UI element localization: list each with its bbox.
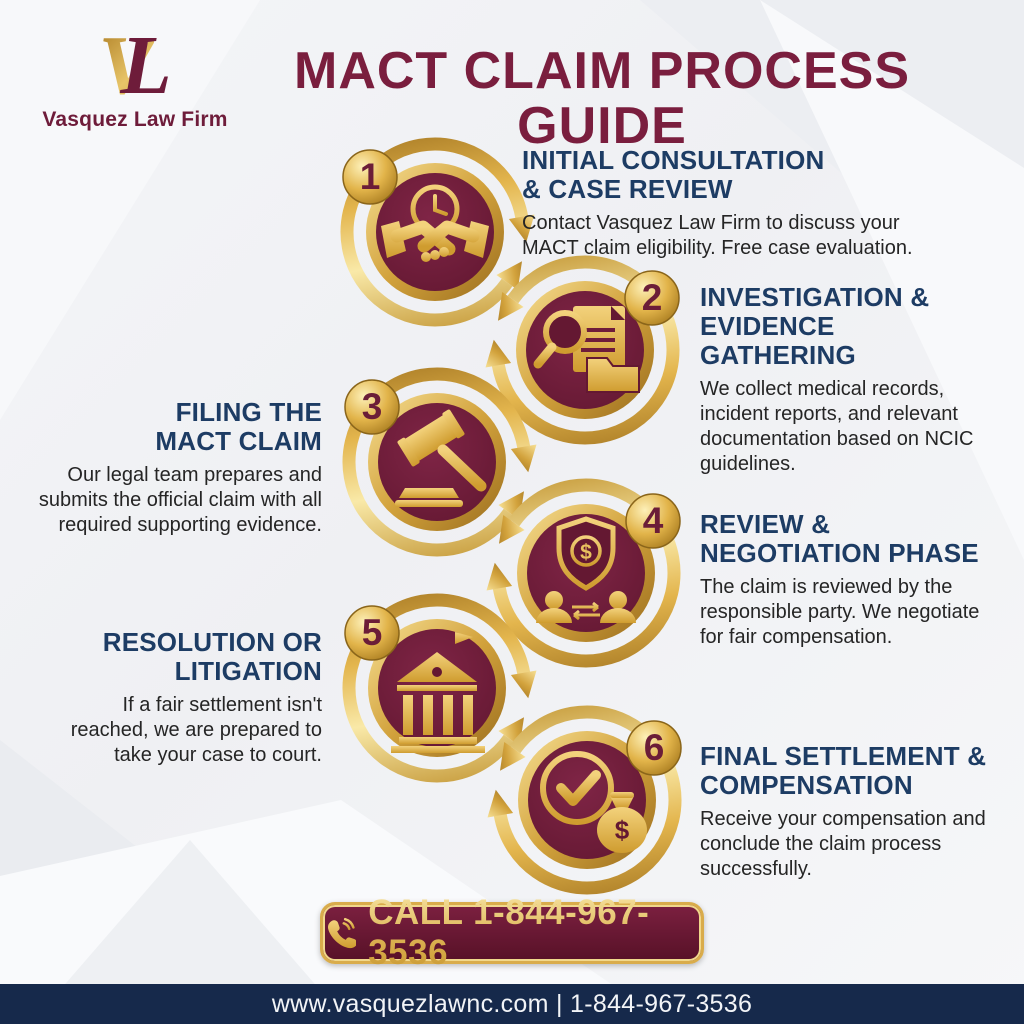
step-5-medallion: 5 (342, 593, 537, 783)
step-2-medallion: 2 (485, 255, 680, 445)
step-1-text: INITIAL CONSULTATION& CASE REVIEW Contac… (522, 145, 952, 261)
step-4-body: The claim is reviewed by the responsible… (700, 576, 980, 648)
heading-line: NEGOTIATION PHASE (700, 538, 979, 569)
step-5-body: If a fair settlement isn't reached, we a… (70, 694, 322, 766)
heading-line: EVIDENCE GATHERING (700, 311, 856, 371)
check-moneybag-icon: $ (540, 751, 647, 853)
step-4-heading: REVIEW &NEGOTIATION PHASE (700, 509, 990, 569)
gavel-icon (395, 409, 487, 507)
brand-monogram: VL (40, 24, 230, 108)
brand-logo: VL Vasquez Law Firm (40, 24, 230, 132)
step-6-medallion: $ 6 (487, 705, 682, 895)
step-number-badge: 5 (344, 605, 400, 661)
heading-line: MACT CLAIM (155, 426, 322, 457)
page-title: MACT CLAIM PROCESS GUIDE (294, 42, 910, 155)
step-number-badge: 4 (625, 493, 681, 549)
svg-text:$: $ (580, 541, 592, 564)
step-1-heading: INITIAL CONSULTATION& CASE REVIEW (522, 145, 952, 205)
step-6-body: Receive your compensation and conclude t… (700, 808, 986, 880)
footer-bar: www.vasquezlawnc.com | 1-844-967-3536 (0, 984, 1024, 1024)
step-number-badge: 3 (344, 379, 400, 435)
step-2-text: INVESTIGATION &EVIDENCE GATHERING We col… (700, 282, 985, 477)
step-3-body: Our legal team prepares and submits the … (38, 464, 322, 536)
phone-icon (328, 917, 357, 949)
step-number-badge: 2 (624, 270, 680, 326)
step-2-heading: INVESTIGATION &EVIDENCE GATHERING (700, 282, 985, 371)
step-number: 6 (644, 727, 665, 768)
svg-text:$: $ (615, 815, 630, 845)
heading-line: FILING THE (175, 397, 322, 427)
step-6-text: FINAL SETTLEMENT &COMPENSATION Receive y… (700, 741, 1000, 882)
courthouse-icon (391, 632, 485, 753)
step-6-heading: FINAL SETTLEMENT &COMPENSATION (700, 741, 1000, 801)
step-1-body: Contact Vasquez Law Firm to discuss your… (522, 212, 913, 260)
step-number: 5 (362, 612, 383, 653)
handshake-clock-icon (381, 184, 489, 262)
heading-line: COMPENSATION (700, 770, 913, 801)
heading-line: & CASE REVIEW (522, 174, 733, 205)
step-3-medallion: 3 (342, 367, 537, 557)
step-number: 4 (643, 500, 664, 541)
call-button-label: CALL 1-844-967-3536 (368, 893, 701, 973)
step-number: 2 (642, 277, 663, 318)
step-number: 1 (360, 156, 381, 197)
monogram-v: V (98, 19, 155, 112)
footer-contact[interactable]: www.vasquezlawnc.com | 1-844-967-3536 (271, 989, 753, 1018)
step-number-badge: 6 (626, 720, 682, 776)
step-4-text: REVIEW &NEGOTIATION PHASE The claim is r… (700, 509, 990, 650)
heading-line: INITIAL CONSULTATION (522, 145, 825, 175)
call-button[interactable]: CALL 1-844-967-3536 (320, 893, 704, 972)
step-number-badge: 1 (342, 149, 398, 205)
step-1-medallion: 1 (340, 137, 535, 327)
shield-negotiation-icon: $ (536, 516, 636, 623)
step-number: 3 (362, 386, 383, 427)
heading-line: FINAL SETTLEMENT & (700, 741, 987, 771)
heading-line: REVIEW & (700, 509, 831, 539)
heading-line: RESOLUTION OR (102, 627, 322, 657)
step-4-medallion: $ 4 (486, 478, 681, 668)
magnifier-documents-icon (533, 306, 640, 393)
heading-line: LITIGATION (174, 656, 322, 687)
monogram-l: L (120, 19, 172, 112)
heading-line: INVESTIGATION & (700, 282, 930, 312)
brand-name: Vasquez Law Firm (42, 108, 228, 131)
step-2-body: We collect medical records, incident rep… (700, 378, 974, 475)
